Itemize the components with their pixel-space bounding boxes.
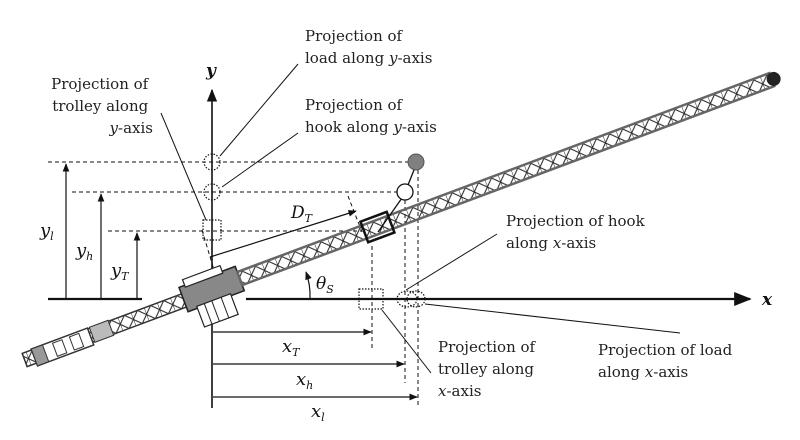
hook-x-leader — [405, 233, 498, 291]
x-T-symbol: xT — [282, 336, 301, 359]
load-x-projection-label: Projection of load along x-axis — [598, 341, 737, 381]
D-T-arrow — [209, 210, 357, 258]
theta-S-symbol: θS — [316, 274, 334, 296]
trolley — [358, 210, 397, 244]
trolley-y-leader — [160, 112, 207, 221]
theta-S-arc — [305, 271, 312, 299]
load-y-projection-label: Projection of load along y-axis — [305, 27, 432, 67]
y-projection-dashed-lines — [48, 161, 410, 232]
hook-y-leader — [221, 132, 299, 188]
load-y-projection-marker — [203, 153, 221, 171]
slewing-unit — [178, 264, 246, 328]
y-axis-label: y — [205, 61, 217, 81]
y-h-symbol: yh — [75, 240, 93, 263]
hoist-cable — [377, 197, 403, 233]
hook-x-projection-marker — [396, 290, 418, 308]
hook — [396, 183, 414, 201]
load-cable — [407, 169, 415, 186]
hook-y-projection-marker — [203, 183, 221, 201]
main-jib — [235, 71, 781, 287]
x-axis-label: x — [761, 290, 773, 310]
crane — [21, 71, 781, 368]
projection-markers — [202, 153, 426, 310]
jib-tip — [766, 71, 781, 86]
D-T-symbol: DT — [290, 203, 314, 225]
y-l-symbol: yl — [39, 220, 54, 243]
trolley-y-projection-marker — [202, 219, 222, 241]
y-T-symbol: yT — [110, 260, 130, 283]
y-dimension-arrows — [62, 163, 141, 299]
trolley-x-projection-marker — [358, 288, 384, 310]
load-x-leader — [424, 303, 681, 334]
hook-x-projection-label: Projection of hook along x-axis — [506, 212, 649, 252]
hook-y-projection-label: Projection of hook along y-axis — [305, 96, 437, 136]
leader-lines — [160, 63, 681, 374]
x-dimension-arrows — [213, 328, 418, 401]
trolley-x-leader — [381, 309, 432, 374]
load-y-leader — [219, 63, 299, 157]
x-l-symbol: xl — [311, 401, 325, 424]
trolley-x-projection-label: Projection of trolley along x-axis — [438, 338, 540, 400]
counter-jib — [21, 292, 188, 368]
trolley-y-projection-label: Projection of trolley along y-axis — [51, 75, 153, 137]
load — [407, 153, 425, 171]
load-x-projection-marker — [406, 290, 426, 308]
x-h-symbol: xh — [296, 369, 313, 392]
